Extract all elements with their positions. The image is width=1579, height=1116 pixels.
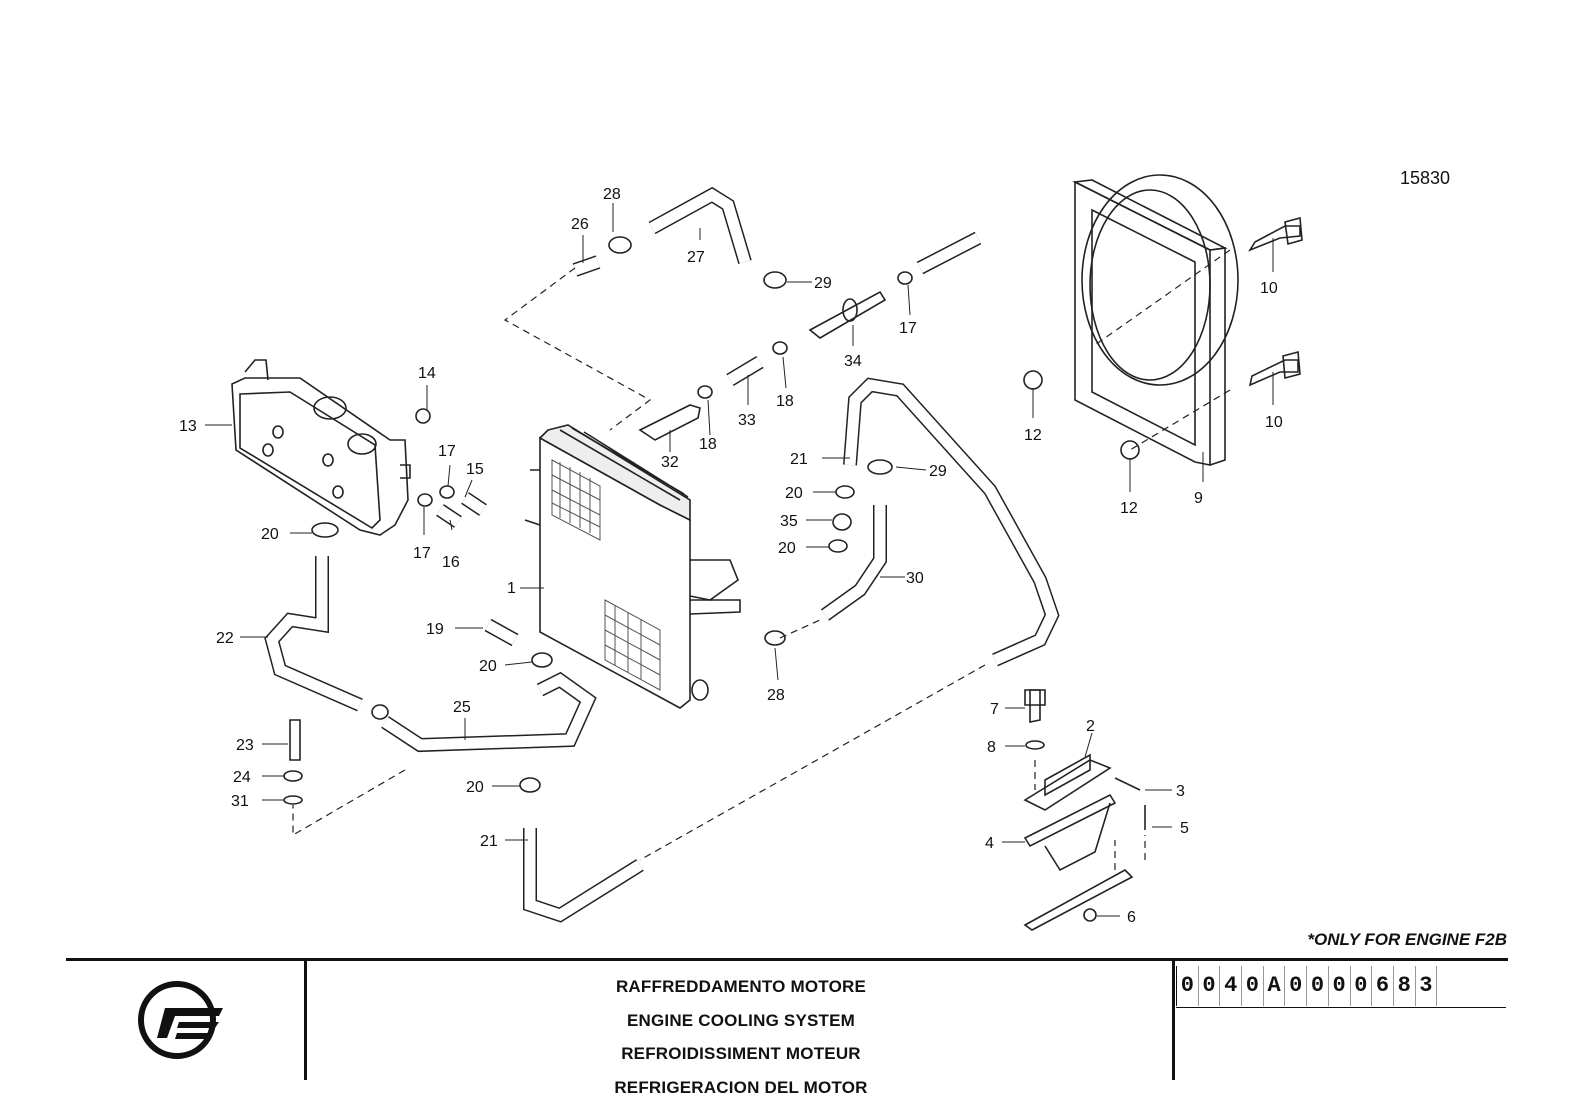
- engine-note: *ONLY FOR ENGINE F2B: [1307, 930, 1507, 949]
- assembly-lines: [292, 249, 1231, 870]
- title-italian: RAFFREDDAMENTO MOTORE: [615, 977, 867, 996]
- code-digit: 0: [1285, 966, 1308, 1006]
- callout-28a: 28: [603, 186, 621, 203]
- callout-28b: 28: [767, 687, 785, 704]
- code-digit: 4: [1220, 966, 1243, 1006]
- callout-35: 35: [780, 513, 798, 530]
- callout-20a: 20: [261, 526, 279, 543]
- callout-2: 2: [1086, 718, 1095, 735]
- fan-shroud-drawing: [1072, 174, 1239, 466]
- code-digit: 3: [1416, 966, 1438, 1006]
- callout-20c: 20: [466, 779, 484, 796]
- drawing-reference-number: 15830: [1400, 168, 1451, 188]
- callout-20b: 20: [479, 658, 497, 675]
- callout-17b: 17: [413, 545, 431, 562]
- callout-17c: 17: [899, 320, 917, 337]
- cooling-system-diagram: 1 2 3 4 5 6 7 8 9 10 10 12 12 13 14 15 1…: [179, 174, 1303, 931]
- callout-15: 15: [466, 461, 484, 478]
- code-digit: 0: [1199, 966, 1221, 1006]
- mounting-bracket-drawing: [283, 689, 1146, 931]
- callout-13: 13: [179, 418, 197, 435]
- callout-1: 1: [507, 580, 516, 597]
- callout-7: 7: [990, 701, 999, 718]
- callout-19: 19: [426, 621, 444, 638]
- callout-32: 32: [661, 454, 679, 471]
- callout-12b: 12: [1120, 500, 1138, 517]
- code-digit: 0: [1351, 966, 1373, 1006]
- callout-30: 30: [906, 570, 924, 587]
- code-digit: 0: [1177, 966, 1199, 1006]
- callout-10b: 10: [1265, 414, 1283, 431]
- callout-8: 8: [987, 739, 996, 756]
- callout-9: 9: [1194, 490, 1203, 507]
- title-block-divider-right: [1172, 960, 1175, 1080]
- title-block-top-rule: [66, 958, 1508, 961]
- callout-5: 5: [1180, 820, 1189, 837]
- clamps-drawing: [311, 236, 913, 793]
- callout-6: 6: [1127, 909, 1136, 926]
- code-digit: 0: [1329, 966, 1351, 1006]
- code-underline: [1176, 1007, 1506, 1008]
- part-code: 0 0 4 0 A 0 0 0 0 6 8 3: [1176, 966, 1438, 1006]
- brand-logo: [138, 981, 223, 1059]
- code-digit: 0: [1307, 966, 1329, 1006]
- callout-29b: 29: [929, 463, 947, 480]
- code-digit: 0: [1242, 966, 1264, 1006]
- callout-31: 31: [231, 793, 249, 810]
- callout-18a: 18: [699, 436, 717, 453]
- callout-29a: 29: [814, 275, 832, 292]
- callout-20d: 20: [785, 485, 803, 502]
- callout-3: 3: [1176, 783, 1185, 800]
- code-digit: A: [1264, 966, 1286, 1006]
- bolts-10: [1023, 216, 1303, 460]
- callout-14: 14: [418, 365, 436, 382]
- title-block-divider-left: [304, 960, 307, 1080]
- callout-22: 22: [216, 630, 234, 647]
- callout-27: 27: [687, 249, 705, 266]
- title-spanish: REFRIGERACION DEL MOTOR: [614, 1077, 868, 1097]
- callout-4: 4: [985, 835, 994, 852]
- callout-20e: 20: [778, 540, 796, 557]
- callout-34: 34: [844, 353, 862, 370]
- title-english: ENGINE COOLING SYSTEM: [626, 1010, 856, 1030]
- code-digit: 8: [1394, 966, 1416, 1006]
- callout-21a: 21: [790, 451, 808, 468]
- callout-labels: 1 2 3 4 5 6 7 8 9 10 10 12 12 13 14 15 1…: [179, 186, 1283, 926]
- callout-26: 26: [571, 216, 589, 233]
- title-block: RAFFREDDAMENTO MOTORE ENGINE COOLING SYS…: [307, 970, 1175, 1104]
- callout-16: 16: [442, 554, 460, 571]
- radiator-drawing: [524, 424, 741, 709]
- callout-18b: 18: [776, 393, 794, 410]
- leader-lines: [205, 203, 1274, 917]
- callout-21b: 21: [480, 833, 498, 850]
- callout-25: 25: [453, 699, 471, 716]
- callout-12a: 12: [1024, 427, 1042, 444]
- callout-17a: 17: [438, 443, 456, 460]
- code-digit: 6: [1372, 966, 1394, 1006]
- expansion-tank-drawing: [231, 359, 411, 536]
- callout-24: 24: [233, 769, 251, 786]
- title-french: REFROIDISSIMENT MOTEUR: [621, 1044, 861, 1064]
- callout-23: 23: [236, 737, 254, 754]
- callout-33: 33: [738, 412, 756, 429]
- callout-10a: 10: [1260, 280, 1278, 297]
